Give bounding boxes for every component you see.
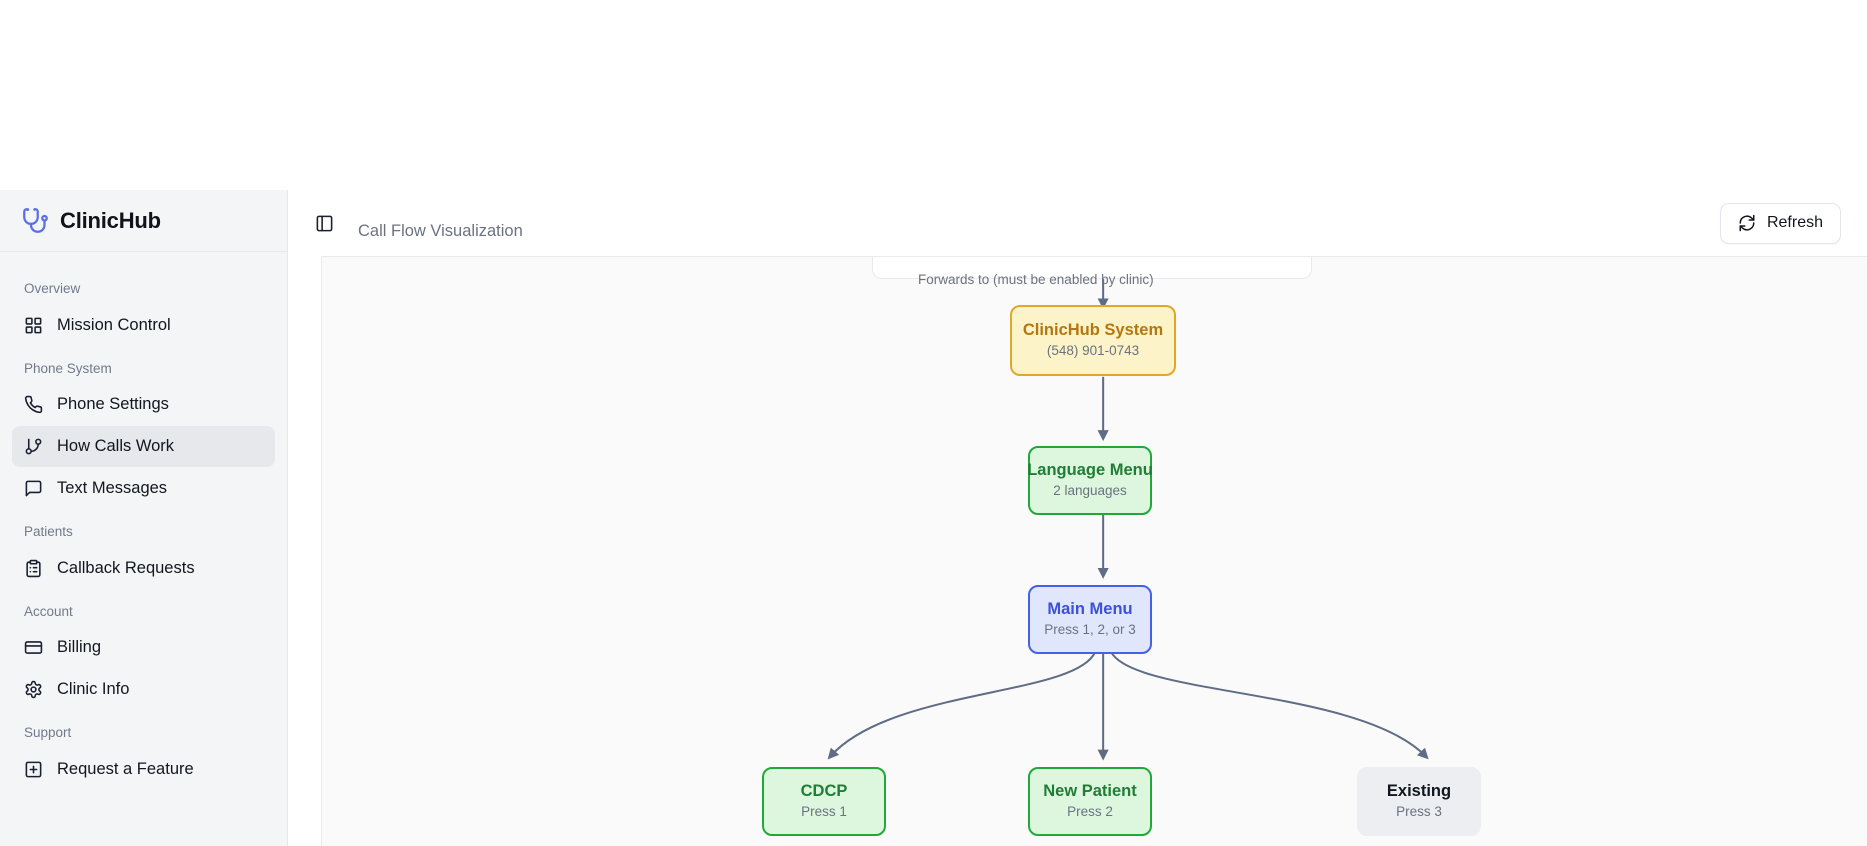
flow-node-subtitle: Press 2 [1067,804,1113,820]
flow-node-subtitle: (548) 901-0743 [1046,343,1140,359]
gear-icon [24,680,43,699]
sidebar-item-request-a-feature[interactable]: Request a Feature [12,749,275,790]
flow-node-clinichub-system[interactable]: ClinicHub System (548) 901-0743 [1010,305,1176,376]
flow-edge-label-forwards-to: Forwards to (must be enabled by clinic) [918,272,1154,287]
canvas-wrapper: Forwards to (must be enabled by clinic) … [288,256,1867,846]
page-blank-area [0,0,1867,190]
sidebar-item-phone-settings[interactable]: Phone Settings [12,384,275,425]
main-content: Call Flow Visualization Refresh [288,190,1867,846]
sidebar-item-mission-control[interactable]: Mission Control [12,305,275,346]
nav-section-account: Account Billing [12,593,275,711]
flow-node-language-menu[interactable]: Language Menu 2 languages [1027,446,1153,515]
flow-node-subtitle: 2 languages [1053,483,1127,499]
sidebar-item-label: Clinic Info [57,680,130,699]
nav-section-title-overview: Overview [24,281,81,296]
flow-node-title: New Patient [1043,782,1137,801]
flow-node-subtitle: Press 3 [1396,804,1442,820]
refresh-button[interactable]: Refresh [1719,202,1841,244]
layout-grid-icon [24,316,43,335]
sidebar-item-label: Request a Feature [57,759,194,778]
git-branch-icon [24,437,43,456]
phone-icon [24,395,43,414]
sidebar-item-callback-requests[interactable]: Callback Requests [12,548,275,589]
nav-section-overview: Overview Mission Control [12,270,275,346]
sidebar-item-label: How Calls Work [57,437,175,456]
flow-node-main-menu[interactable]: Main Menu Press 1, 2, or 3 [1028,585,1152,654]
flow-node-clinic-phone[interactable] [872,257,1312,279]
sidebar-item-label: Callback Requests [57,558,195,577]
sidebar-nav: Overview Mission Control Phone Sys [0,252,287,790]
topbar: Call Flow Visualization Refresh [288,190,1867,256]
stethoscope-icon [22,207,49,234]
sidebar: ClinicHub Overview Mission Control [0,190,288,846]
nav-section-title-account: Account [24,603,73,619]
flow-node-new-patient[interactable]: New Patient Press 2 [1028,767,1152,836]
clipboard-list-icon [24,559,43,578]
flow-edges [827,278,1429,761]
app-shell: ClinicHub Overview Mission Control [0,190,1867,846]
panel-left-icon[interactable] [312,211,336,235]
flow-node-title: CDCP [800,782,848,801]
flow-node-title: Existing [1386,782,1452,801]
sidebar-item-clinic-info[interactable]: Clinic Info [12,669,275,710]
brand-name: ClinicHub [60,207,161,233]
sidebar-item-label: Mission Control [57,315,171,334]
sidebar-item-label: Phone Settings [57,395,169,414]
nav-section-title-support: Support [24,725,72,740]
flow-node-existing[interactable]: Existing Press 3 [1357,767,1481,836]
flow-node-title: Language Menu [1027,461,1153,480]
call-flow-canvas[interactable]: Forwards to (must be enabled by clinic) … [321,256,1867,846]
credit-card-icon [24,638,43,657]
flow-node-title: ClinicHub System [1022,321,1164,340]
nav-section-phone-system: Phone System Phone Settings [12,350,275,510]
sidebar-item-label: Text Messages [57,479,168,498]
nav-section-support: Support Request a Feature [12,714,275,790]
sidebar-item-text-messages[interactable]: Text Messages [12,468,275,509]
message-square-icon [24,479,43,498]
sidebar-brand[interactable]: ClinicHub [0,190,287,252]
flow-node-subtitle: Press 1, 2, or 3 [1044,622,1136,638]
sidebar-item-billing[interactable]: Billing [12,627,275,668]
nav-section-title-patients: Patients [24,524,73,539]
flow-node-title: Main Menu [1047,600,1133,619]
refresh-button-label: Refresh [1766,214,1823,231]
page-title: Call Flow Visualization [358,221,523,240]
sidebar-item-how-calls-work[interactable]: How Calls Work [12,426,275,467]
refresh-cw-icon [1738,214,1756,232]
flow-layer: Forwards to (must be enabled by clinic) … [322,257,1867,846]
flow-node-cdcp[interactable]: CDCP Press 1 [762,767,886,836]
flow-node-subtitle: Press 1 [801,804,847,820]
nav-section-patients: Patients Callback Requests [12,513,275,589]
square-plus-icon [24,760,43,779]
nav-section-title-phone-system: Phone System [24,360,112,376]
sidebar-item-label: Billing [57,638,102,657]
